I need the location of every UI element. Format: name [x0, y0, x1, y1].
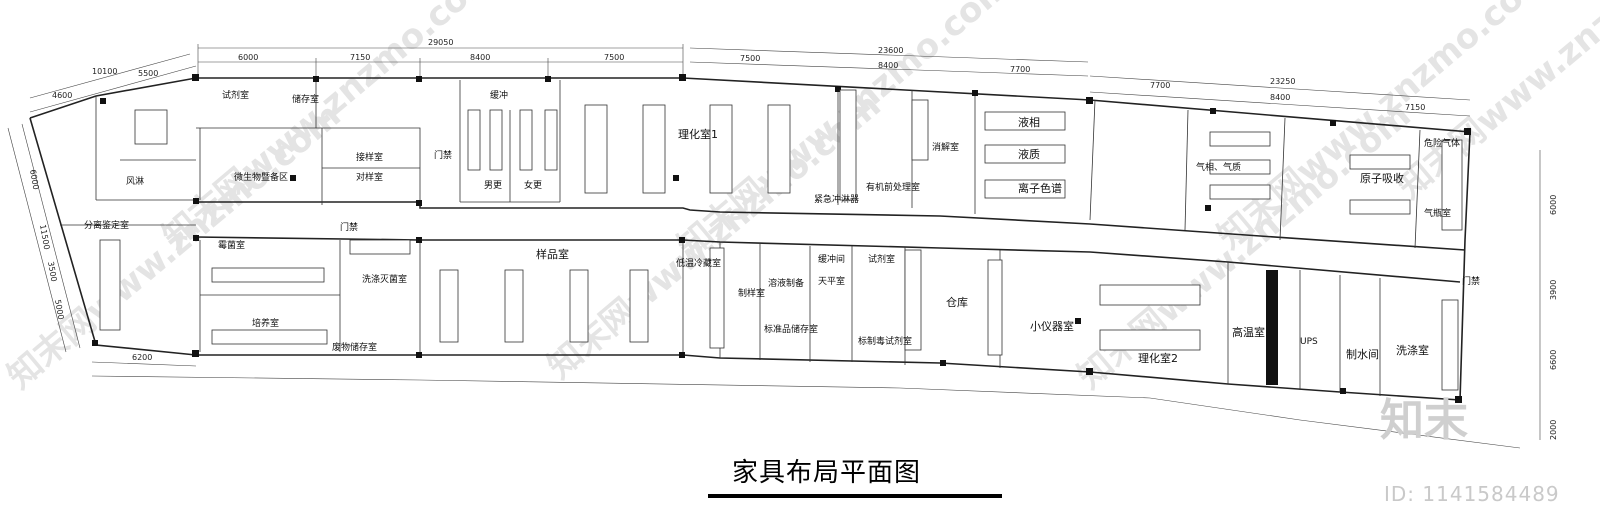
- dim-top-seg: 8400: [470, 53, 490, 62]
- dim-right-total: 23250: [1270, 77, 1295, 86]
- room-label: 消解室: [932, 141, 959, 153]
- room-label: 分离鉴定室: [84, 219, 129, 231]
- dim-left-top: 4600: [52, 91, 72, 100]
- room-label: 样品室: [536, 247, 569, 261]
- room-label: 霉菌室: [218, 239, 245, 251]
- dim-left-side: 3500: [46, 261, 58, 283]
- room-label: 理化室2: [1138, 351, 1178, 365]
- room-label: 离子色谱: [1018, 181, 1062, 195]
- room-label: 试剂室: [222, 89, 249, 101]
- watermark-logo: 知末: [1380, 395, 1468, 446]
- room-label: 危险气体: [1424, 137, 1460, 149]
- room-label: 理化室1: [678, 127, 718, 141]
- dim-right-side: 3900: [1549, 280, 1558, 300]
- room-label: 液质: [1018, 147, 1040, 161]
- room-label: 高温室: [1232, 325, 1265, 339]
- right-dimensions: 6000 3900 6600 2000: [1539, 150, 1558, 440]
- dim-mid-seg: 8400: [878, 61, 898, 70]
- dim-right-seg: 7150: [1405, 103, 1425, 112]
- interior-walls-top: [95, 80, 1421, 249]
- room-label: 小仪器室: [1030, 319, 1074, 333]
- dim-top-total: 29050: [428, 38, 453, 47]
- dim-right-seg: 7700: [1150, 81, 1170, 90]
- dim-right-seg: 8400: [1270, 93, 1290, 102]
- room-label: 天平室: [818, 275, 845, 287]
- dim-top-seg: 7150: [350, 53, 370, 62]
- room-label: 制样室: [738, 287, 765, 299]
- dim-mid-seg: 7700: [1010, 65, 1030, 74]
- dim-right-side: 6000: [1549, 195, 1558, 215]
- room-label: 气相、气质: [1196, 161, 1241, 173]
- room-label: 接样室: [356, 151, 383, 163]
- dim-mid-seg: 7500: [740, 54, 760, 63]
- dim-right-side: 2000: [1549, 420, 1558, 440]
- room-label: 门禁: [1462, 275, 1480, 287]
- room-label: 储存室: [292, 93, 319, 105]
- room-label: 试剂室: [868, 253, 895, 265]
- dim-right-side: 6600: [1549, 350, 1558, 370]
- dim-left-side: 11500: [38, 224, 51, 251]
- drawing-title: 家具布局平面图: [732, 458, 922, 488]
- dim-mid-total: 23600: [878, 46, 903, 55]
- dim-bottom: 6200: [132, 353, 152, 362]
- dim-top-seg: 6000: [238, 53, 258, 62]
- room-label: 紧急冲淋器: [814, 193, 859, 205]
- room-label: 标制毒试剂室: [858, 335, 912, 347]
- top-dimensions: 29050 6000 7150 8400 7500 23600 7500 840…: [29, 38, 1471, 117]
- room-label: 洗涤灭菌室: [362, 273, 407, 285]
- room-label: 缓冲: [490, 89, 508, 101]
- room-label: 对样室: [356, 171, 383, 183]
- room-label: 标准品储存室: [764, 323, 818, 335]
- left-dimensions: 6000 11500 3500 5000 6200: [7, 123, 197, 367]
- dim-left-side: 6000: [28, 169, 40, 191]
- watermark-id: ID: 1141584489: [1384, 482, 1560, 506]
- dim-top-seg: 7500: [604, 53, 624, 62]
- room-label: 仓库: [946, 295, 968, 309]
- room-label: 原子吸收: [1360, 171, 1404, 185]
- room-label: UPS: [1300, 337, 1318, 347]
- ground-line: [91, 375, 1521, 449]
- dim-left-top: 10100: [92, 67, 117, 76]
- room-label: 男更: [484, 180, 502, 191]
- furniture: [99, 89, 1463, 391]
- room-label: 液相: [1018, 115, 1040, 129]
- room-label: 微生物暨备区: [234, 171, 288, 183]
- dim-left-top: 5500: [138, 69, 158, 78]
- room-label: 废物储存室: [332, 341, 377, 353]
- room-label: 有机前处理室: [866, 181, 920, 193]
- room-labels: 试剂室 储存室 缓冲 微生物暨备区 接样室 对样室 门禁 男更 女更 理化室1 …: [84, 89, 1480, 365]
- room-label: 门禁: [434, 149, 452, 161]
- room-label: 洗涤室: [1396, 343, 1429, 357]
- room-label: 制水间: [1346, 348, 1379, 361]
- dim-left-side: 5000: [53, 299, 65, 321]
- room-label: 溶液制备: [768, 277, 804, 289]
- room-label: 门禁: [340, 221, 358, 233]
- room-label: 缓冲间: [818, 253, 845, 265]
- room-label: 低温冷藏室: [676, 257, 721, 269]
- title-underline: [708, 494, 1002, 498]
- room-label: 风淋: [126, 175, 144, 187]
- room-label: 气瓶室: [1424, 207, 1451, 219]
- room-label: 女更: [524, 179, 542, 191]
- structural-columns: [92, 74, 1471, 403]
- room-label: 培养室: [252, 317, 279, 329]
